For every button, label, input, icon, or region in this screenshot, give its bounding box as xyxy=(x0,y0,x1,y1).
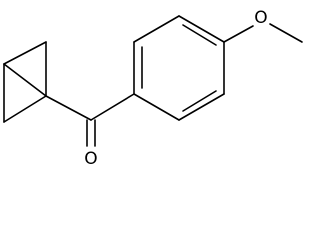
bond-cage-diagonal xyxy=(3,63,47,97)
ring-inner-bond-bottom xyxy=(182,90,217,112)
bicyclobutane-ring xyxy=(3,41,47,123)
ring-bond-3 xyxy=(178,15,225,43)
bond-cage-bottom xyxy=(3,95,47,123)
carbonyl-double-bond xyxy=(86,119,96,147)
bond-cage-carbonyl xyxy=(45,95,92,121)
ring-bond-2 xyxy=(133,15,180,43)
ether-oxygen-label: O xyxy=(254,8,267,28)
bond-carbonyl-ring xyxy=(90,93,135,121)
bond-cage-top xyxy=(3,41,47,65)
benzene-ring xyxy=(133,15,225,121)
bond-ether-methyl xyxy=(269,23,303,43)
ring-bond-5 xyxy=(178,93,225,121)
carbonyl-oxygen-label: O xyxy=(84,149,97,169)
ring-inner-bond-top xyxy=(182,24,217,46)
ring-bond-6 xyxy=(133,93,180,121)
molecule-structure: O O xyxy=(3,8,303,169)
bond-ring-ether xyxy=(223,25,254,43)
